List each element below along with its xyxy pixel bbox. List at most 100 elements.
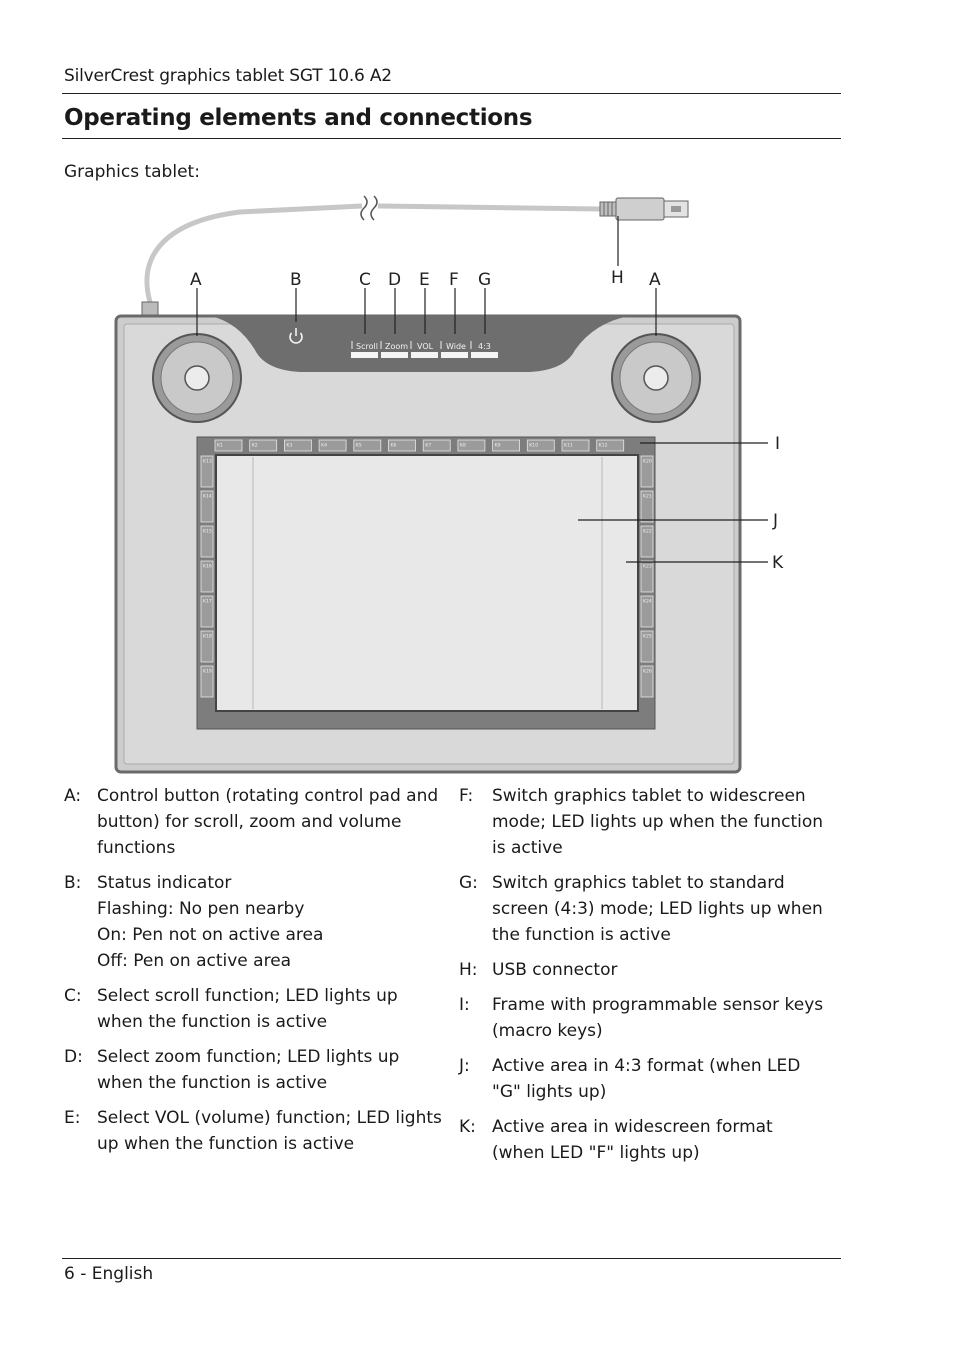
macro-key-k14: K14 (200, 490, 214, 523)
macro-key-k7: K7 (422, 439, 451, 452)
legend-description: Switch graphics tablet to widescreen mod… (492, 783, 829, 861)
callout-j: J (772, 511, 778, 531)
legend-key: D: (64, 1047, 83, 1067)
macro-key-k26: K26 (640, 665, 654, 698)
legend-key: F: (459, 786, 474, 806)
svg-text:Zoom: Zoom (385, 342, 408, 351)
macro-key-k15: K15 (200, 525, 214, 558)
callout-k: K (772, 553, 784, 573)
zoom-button: Zoom (380, 341, 408, 358)
legend-key: G: (459, 873, 478, 893)
svg-text:K8: K8 (460, 443, 466, 449)
macro-key-k21: K21 (640, 490, 654, 523)
legend-line: USB connector (492, 960, 618, 980)
legend-line: Switch graphics tablet to widescreen mod… (492, 786, 824, 858)
legend-line: Status indicator (97, 873, 232, 893)
legend-description: Frame with programmable sensor keys (mac… (492, 992, 829, 1044)
macro-key-k2: K2 (249, 439, 278, 452)
svg-text:K3: K3 (286, 443, 292, 449)
legend-line: Control button (rotating control pad and… (97, 786, 439, 858)
svg-text:K10: K10 (529, 443, 538, 449)
section-title: Operating elements and connections (64, 105, 533, 131)
power-icon (289, 328, 303, 344)
legend-item: K:Active area in widescreen format (when… (459, 1114, 829, 1166)
page-footer: 6 - English (64, 1264, 154, 1284)
svg-text:K19: K19 (203, 669, 212, 675)
macro-key-k11: K11 (561, 439, 590, 452)
legend-description: USB connector (492, 957, 829, 983)
callout-leaders (196, 216, 768, 563)
svg-text:Scroll: Scroll (356, 342, 378, 351)
svg-text:K11: K11 (564, 443, 573, 449)
legend-item: I: Frame with programmable sensor keys (m… (459, 992, 829, 1044)
legend-key: J: (459, 1056, 470, 1076)
callout-a-right: A (649, 270, 661, 290)
legend-description: Active area in widescreen format (when L… (492, 1114, 829, 1166)
macro-key-k19: K19 (200, 665, 214, 698)
legend-description: Switch graphics tablet to standard scree… (492, 870, 829, 948)
macro-key-k20: K20 (640, 455, 654, 488)
legend-description: Active area in 4:3 format (when LED "G" … (492, 1053, 829, 1105)
macro-key-k24: K24 (640, 595, 654, 628)
legend-key: I: (459, 995, 470, 1015)
svg-text:4:3: 4:3 (478, 342, 491, 351)
svg-text:K9: K9 (495, 443, 501, 449)
usb-connector (599, 197, 689, 221)
rotary-control-left (152, 333, 242, 423)
legend-line: Active area in widescreen format (when L… (492, 1117, 773, 1163)
legend-item: H:USB connector (459, 957, 829, 983)
page-header: SilverCrest graphics tablet SGT 10.6 A2 (64, 66, 392, 86)
legend-description: Select VOL (volume) function; LED lights… (97, 1105, 444, 1157)
svg-text:K18: K18 (203, 634, 212, 640)
macro-key-k10: K10 (526, 439, 555, 452)
legend-item: G: Switch graphics tablet to standard scr… (459, 870, 829, 948)
svg-text:VOL: VOL (417, 342, 434, 351)
macro-key-k23: K23 (640, 560, 654, 593)
legend-left-column: A:Control button (rotating control pad a… (64, 783, 444, 1166)
macro-key-k3: K3 (283, 439, 312, 452)
macro-key-k17: K17 (200, 595, 214, 628)
vol-button: VOL (410, 341, 438, 358)
svg-text:K15: K15 (203, 529, 212, 535)
svg-text:K21: K21 (643, 494, 652, 500)
svg-text:K13: K13 (203, 459, 212, 465)
legend-description: Select scroll function; LED lights up wh… (97, 983, 444, 1035)
legend-key: E: (64, 1108, 81, 1128)
callout-labels: A B C D E F G H A I J K (190, 268, 784, 573)
callout-e: E (419, 270, 430, 290)
macro-key-k16: K16 (200, 560, 214, 593)
svg-text:K23: K23 (643, 564, 652, 570)
macro-key-k5: K5 (353, 439, 382, 452)
legend-line: Frame with programmable sensor keys (mac… (492, 995, 824, 1041)
svg-text:K14: K14 (203, 494, 212, 500)
macro-key-k6: K6 (388, 439, 416, 452)
legend-line: Off: Pen on active area (97, 951, 292, 971)
svg-text:K12: K12 (599, 443, 608, 449)
figure-caption: Graphics tablet: (64, 162, 200, 182)
svg-text:K4: K4 (321, 443, 327, 449)
callout-b: B (290, 270, 302, 290)
svg-text:K16: K16 (203, 564, 212, 570)
svg-text:K25: K25 (643, 634, 652, 640)
four-three-button: 4:3 (470, 341, 498, 358)
svg-text:K17: K17 (203, 599, 212, 605)
callout-c: C (359, 270, 371, 290)
macro-key-k13: K13 (200, 455, 214, 488)
legend-description: Control button (rotating control pad and… (97, 783, 444, 861)
macro-key-k18: K18 (200, 630, 214, 663)
scroll-button: Scroll (351, 341, 378, 358)
svg-text:K20: K20 (643, 459, 652, 465)
macro-key-k12: K12 (596, 439, 625, 452)
callout-d: D (388, 270, 401, 290)
callout-f: F (449, 270, 459, 290)
legend-line: On: Pen not on active area (97, 925, 324, 945)
legend-item: C:Select scroll function; LED lights up … (64, 983, 444, 1035)
usb-cable-end (377, 203, 601, 212)
usb-cable (144, 203, 363, 303)
macro-key-k9: K9 (492, 439, 521, 452)
cable-strain-relief (141, 301, 159, 317)
